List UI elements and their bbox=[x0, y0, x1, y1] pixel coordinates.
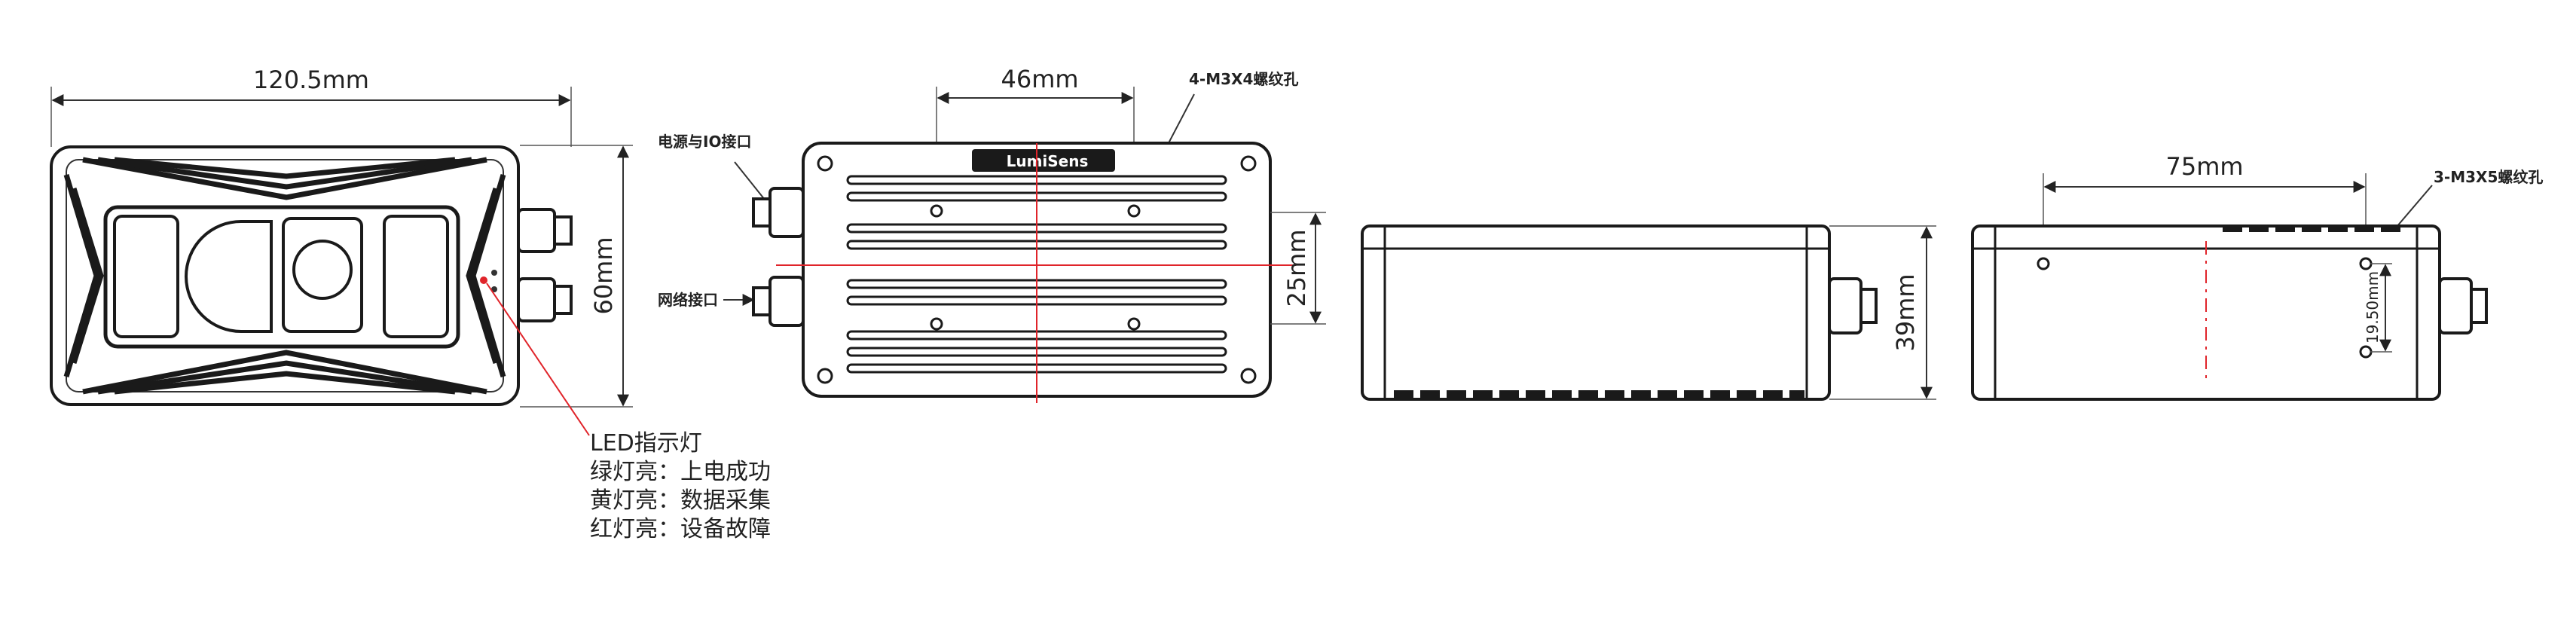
front-fins bbox=[63, 157, 506, 395]
top-thread-label: 4-M3X4螺纹孔 bbox=[1189, 70, 1298, 88]
top-logo-plate bbox=[972, 149, 1115, 172]
led-note-line: 黄灯亮：数据采集 bbox=[590, 487, 771, 514]
top-logo-text: LumiSens bbox=[1007, 152, 1089, 170]
led-leader-line bbox=[486, 283, 590, 436]
top-center-height-label: 25mm bbox=[1282, 229, 1311, 307]
top-mounting-holes bbox=[930, 204, 1141, 331]
top-corner-screws bbox=[817, 155, 1257, 384]
front-height-label: 60mm bbox=[589, 237, 618, 314]
side-housing bbox=[1361, 224, 1831, 401]
back-hole-spacing-label: 75mm bbox=[2165, 152, 2243, 181]
back-top-fins bbox=[2223, 226, 2400, 232]
front-view: 120.5mm 60mm bbox=[50, 66, 771, 542]
power-io-label: 电源与IO接口 bbox=[658, 133, 751, 151]
network-label: 网络接口 bbox=[658, 291, 718, 309]
back-mounting-holes bbox=[2037, 257, 2373, 359]
back-view: 75mm 3-M3X5螺纹孔 19.50mm bbox=[1971, 152, 2543, 401]
back-connector bbox=[2438, 277, 2488, 334]
back-vertical-spacing-label: 19.50mm bbox=[2364, 271, 2382, 344]
side-height-label: 39mm bbox=[1891, 273, 1920, 351]
led-note-title: LED指示灯 bbox=[590, 430, 702, 457]
led-note-line: 绿灯亮：上电成功 bbox=[590, 459, 771, 485]
led-note-line: 红灯亮：设备故障 bbox=[590, 516, 771, 542]
front-connectors bbox=[517, 208, 573, 322]
top-hole-spacing-label: 46mm bbox=[1001, 65, 1078, 93]
top-connectors bbox=[752, 187, 805, 327]
side-view: 39mm bbox=[1361, 224, 1936, 401]
led-indicator bbox=[480, 276, 487, 284]
side-bottom-fins bbox=[1394, 390, 1804, 398]
side-connector bbox=[1828, 277, 1878, 334]
front-width-label: 120.5mm bbox=[253, 66, 369, 94]
front-lens-left bbox=[185, 220, 273, 333]
front-lens-right bbox=[292, 240, 353, 300]
top-view: 46mm 4-M3X4螺纹孔 电源与IO接口 网络接口 LumiSens bbox=[658, 65, 1326, 403]
back-thread-label: 3-M3X5螺纹孔 bbox=[2434, 168, 2543, 186]
